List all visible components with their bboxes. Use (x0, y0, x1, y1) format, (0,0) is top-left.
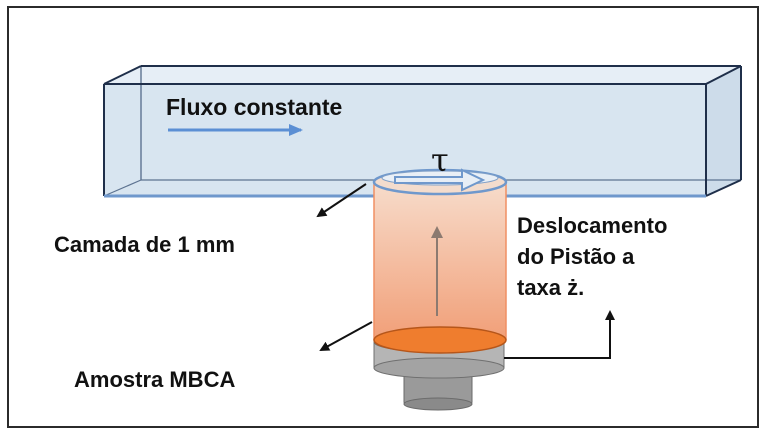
piston-disc (373, 326, 507, 354)
sample-pointer (319, 321, 373, 351)
layer-pointer (316, 183, 367, 218)
shear-stress-symbol: τ (431, 141, 449, 179)
displacement-connector (504, 310, 615, 359)
flow-label: Fluxo constante (166, 94, 343, 120)
shear-layer (372, 168, 508, 196)
sample-cylinder (373, 182, 507, 354)
displacement-label-line-3: taxa ż. (517, 275, 585, 300)
displacement-label: Deslocamento do Pistão a taxa ż. (517, 210, 667, 303)
displacement-label-line-2: do Pistão a (517, 244, 635, 269)
sample-label: Amostra MBCA (74, 367, 236, 392)
displacement-label-line-1: Deslocamento (517, 213, 668, 238)
layer-label: Camada de 1 mm (54, 232, 235, 257)
